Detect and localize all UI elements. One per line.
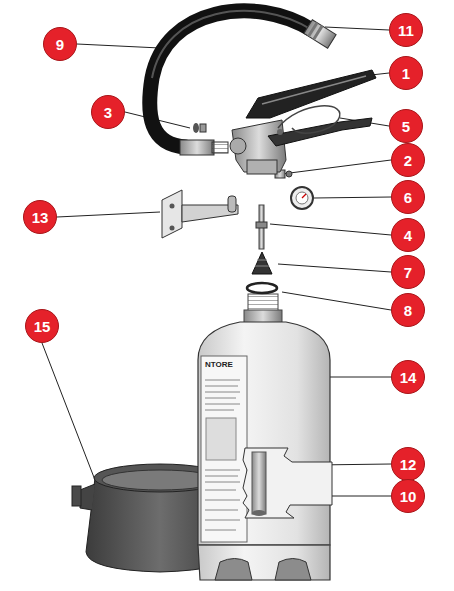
callout-circle: 10 [391, 479, 425, 513]
callout-circle: 11 [389, 13, 423, 47]
callout-circle: 12 [391, 447, 425, 481]
callout-number: 7 [404, 264, 412, 281]
callout-number: 5 [402, 118, 410, 135]
callout-number: 8 [404, 302, 412, 319]
callout-circle: 9 [43, 27, 77, 61]
callout-circle: 15 [25, 309, 59, 343]
callout-circle: 7 [391, 255, 425, 289]
callout-number: 3 [104, 104, 112, 121]
callout-number: 4 [404, 227, 412, 244]
callout-number: 12 [400, 456, 417, 473]
callout-circle: 1 [389, 56, 423, 90]
callout-number: 14 [400, 369, 417, 386]
callout-circle: 6 [391, 180, 425, 214]
callout-number: 1 [402, 65, 410, 82]
callout-number: 13 [32, 209, 49, 226]
callout-number: 11 [398, 22, 414, 39]
callout-number: 2 [404, 152, 412, 169]
callout-circle: 14 [391, 360, 425, 394]
callout-number: 6 [404, 189, 412, 206]
callout-circle: 4 [391, 218, 425, 252]
product-label-text: NTORE [205, 360, 233, 369]
callout-number: 10 [400, 488, 417, 505]
callout-number: 9 [56, 36, 64, 53]
callout-circle: 8 [391, 293, 425, 327]
callout-circle: 5 [389, 109, 423, 143]
callout-circle: 2 [391, 143, 425, 177]
callout-number: 15 [34, 318, 51, 335]
callout-circle: 13 [23, 200, 57, 234]
callout-circle: 3 [91, 95, 125, 129]
